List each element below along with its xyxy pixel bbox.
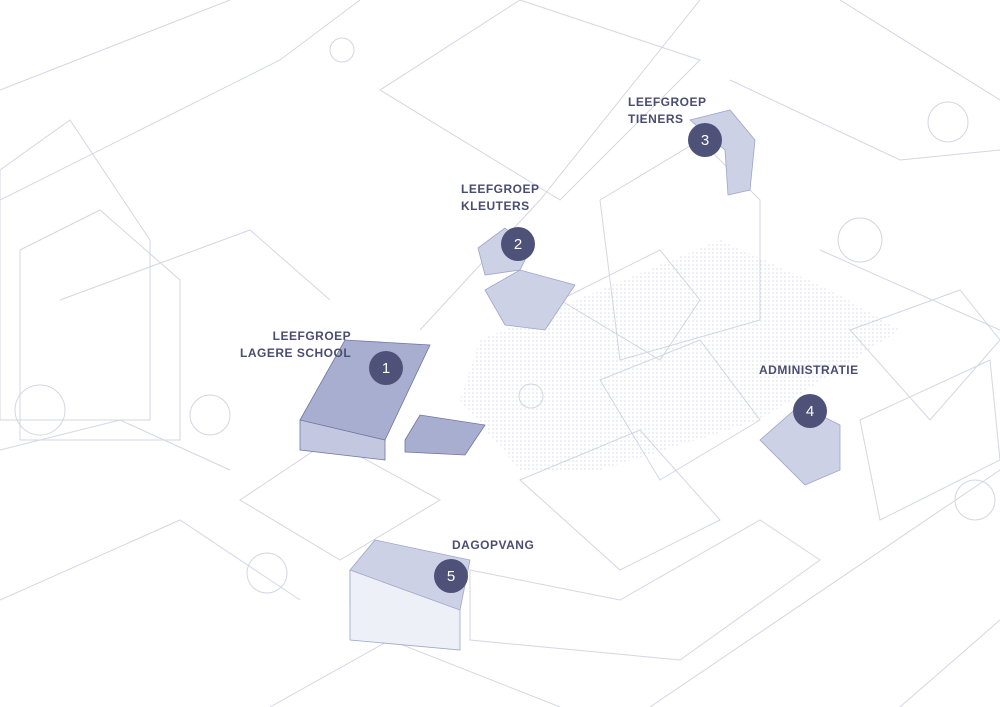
location-marker-2[interactable]: 2 [501,227,535,261]
location-marker-4[interactable]: 4 [793,394,827,428]
label-line: LEEFGROEP [272,329,352,343]
label-line: LAGERE SCHOOL [240,346,352,360]
label-line: TIENERS [628,112,684,126]
location-label-administratie: ADMINISTRATIE [759,362,859,379]
location-label-lagere-school: LEEFGROEP LAGERE SCHOOL [240,328,351,362]
location-label-dagopvang: DAGOPVANG [452,537,534,554]
label-line: KLEUTERS [461,199,530,213]
label-line: LEEFGROEP [628,95,707,109]
location-label-kleuters: LEEFGROEP KLEUTERS [461,181,540,215]
label-line: LEEFGROEP [461,182,540,196]
location-label-tieners: LEEFGROEP TIENERS [628,94,707,128]
label-line: ADMINISTRATIE [759,363,859,377]
location-marker-1[interactable]: 1 [369,351,403,385]
location-marker-5[interactable]: 5 [434,559,468,593]
label-line: DAGOPVANG [452,538,535,552]
location-marker-3[interactable]: 3 [688,123,722,157]
